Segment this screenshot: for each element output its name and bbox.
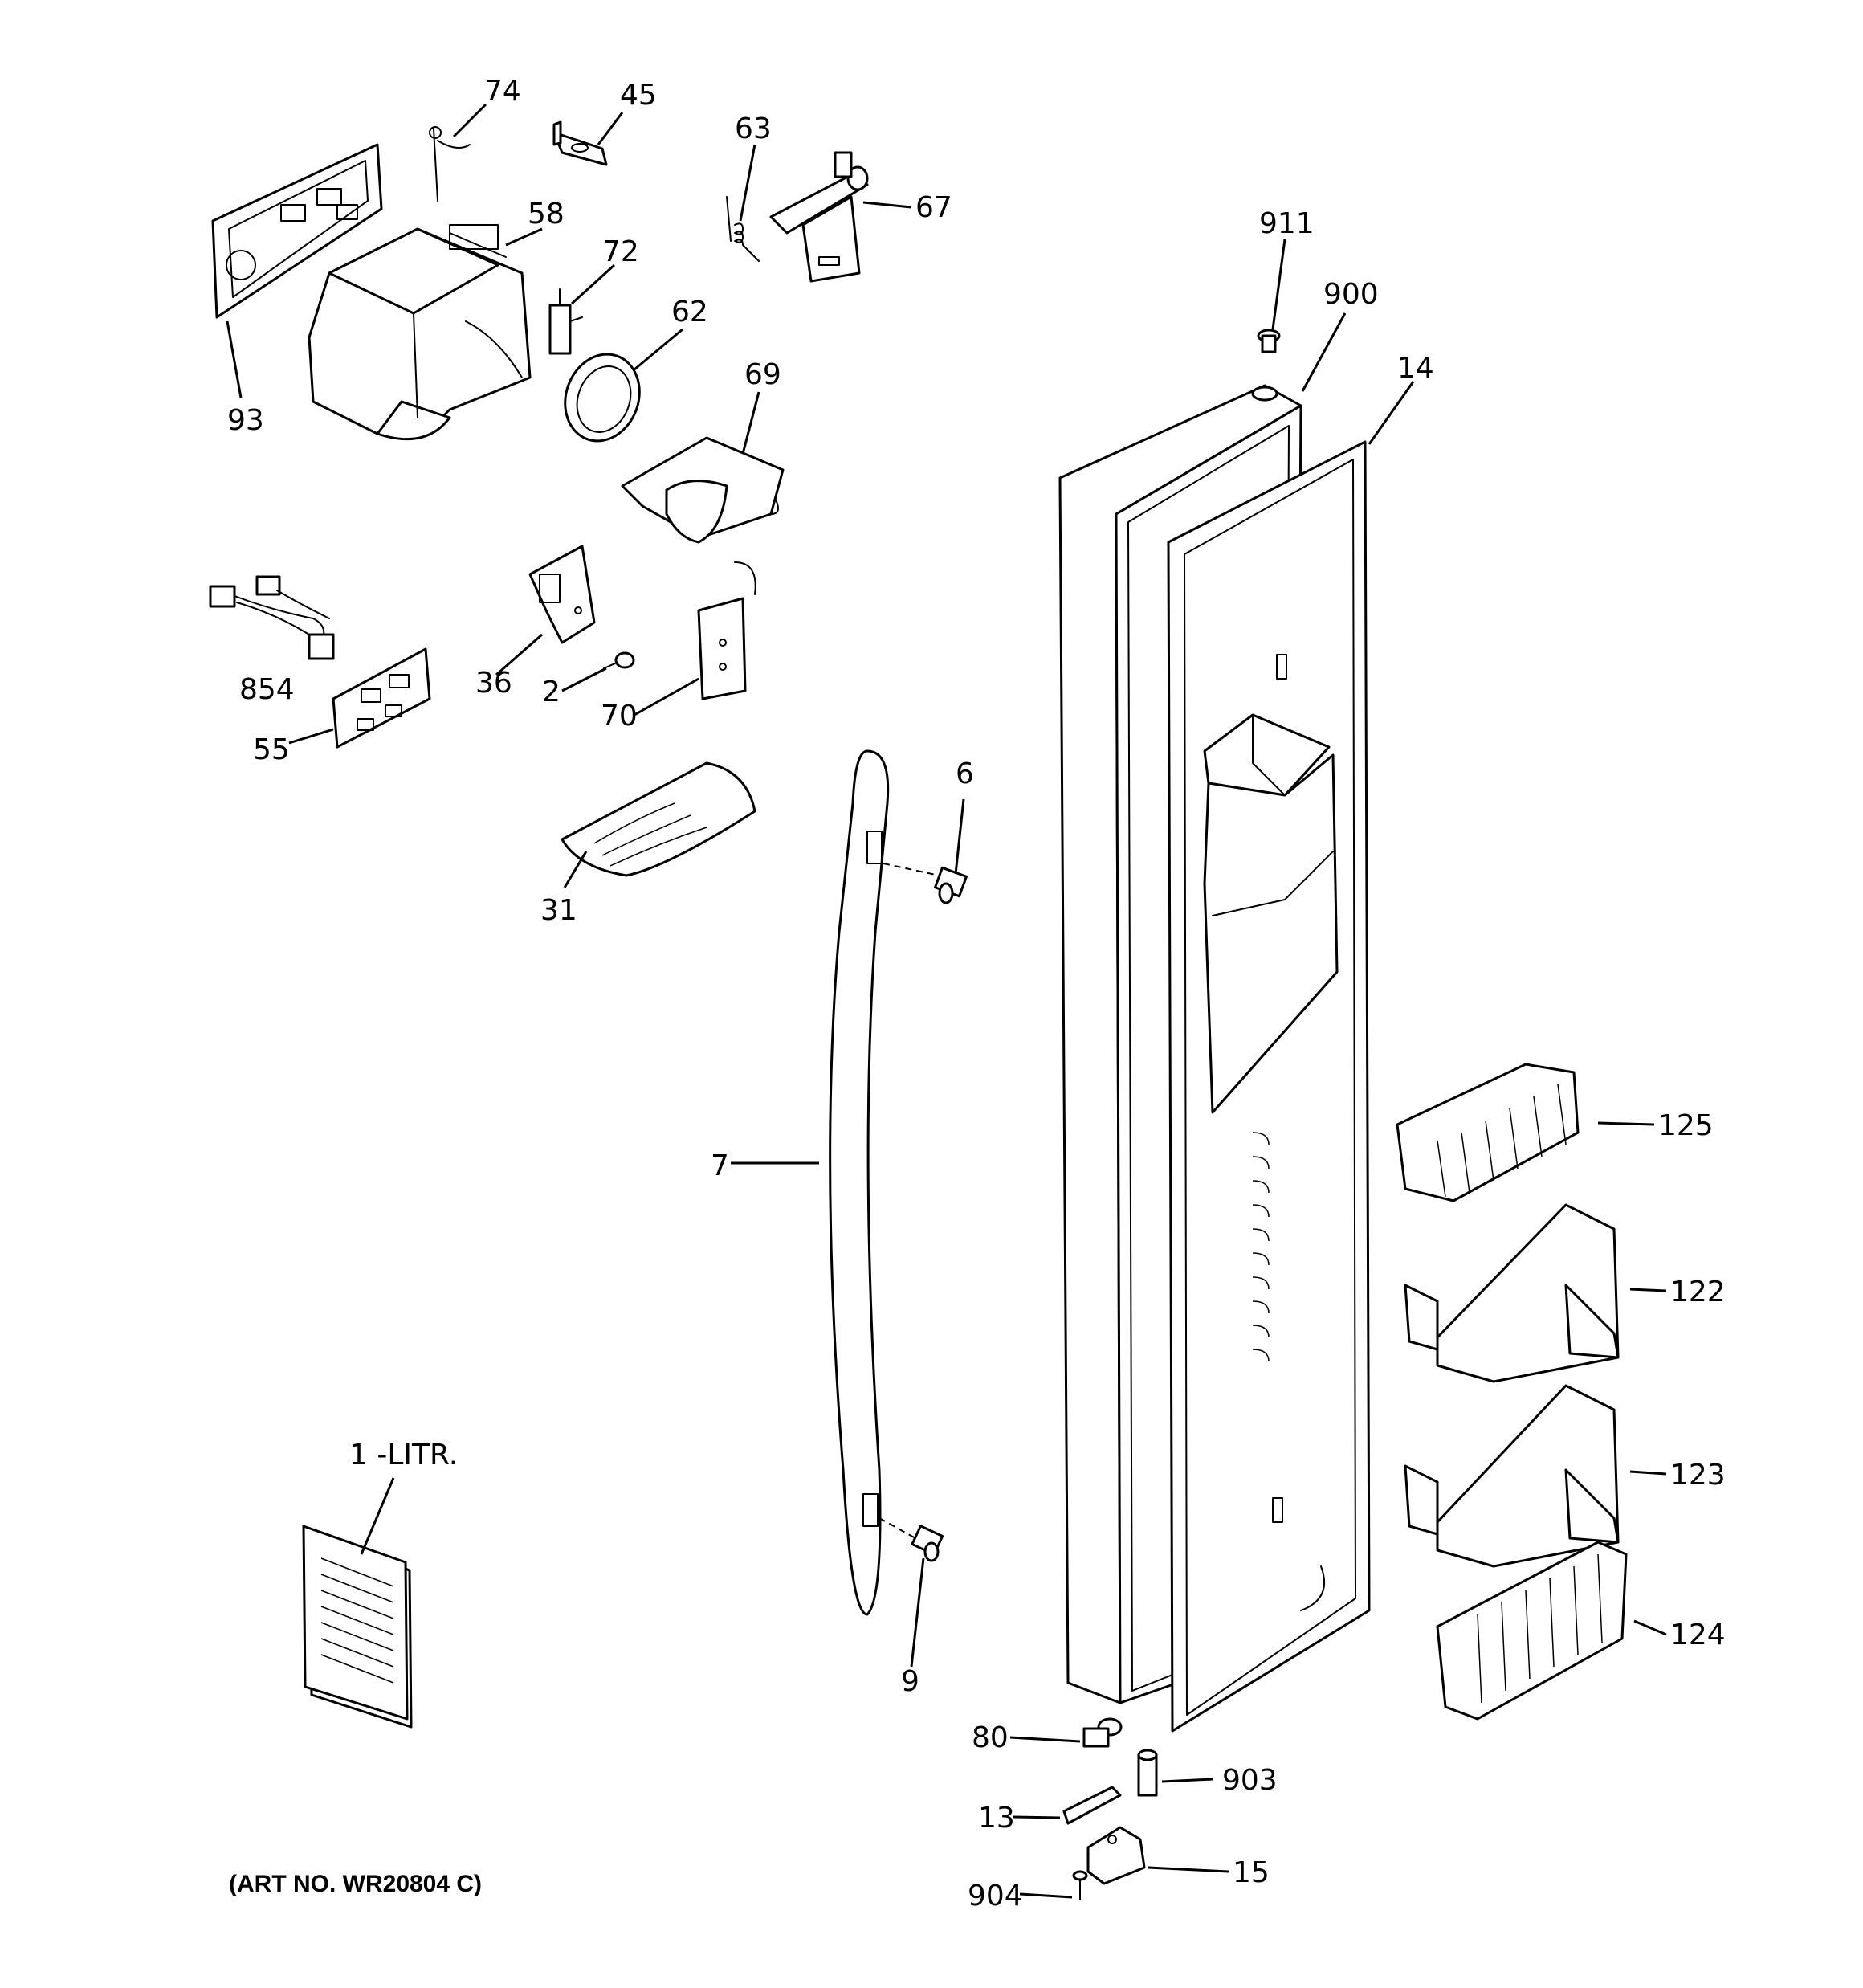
part-55-board [332, 647, 431, 749]
part-123-bin [1404, 1384, 1620, 1568]
part-70-cover [697, 561, 756, 700]
label-72: 72 [602, 235, 639, 268]
label-74: 74 [484, 75, 521, 108]
part-93-control-board [211, 143, 383, 319]
label-45: 45 [620, 79, 657, 112]
part-69-funnel [621, 436, 785, 544]
part-13-shim [1062, 1786, 1122, 1825]
label-70: 70 [601, 700, 638, 733]
part-72-switch [548, 288, 583, 355]
label-55: 55 [253, 733, 290, 766]
part-80-bushing [1082, 1717, 1123, 1748]
leader-lines [226, 103, 1667, 1899]
part-124-wire-bin [1436, 1541, 1628, 1721]
label-31: 31 [540, 894, 577, 927]
part-2-screw [603, 651, 635, 669]
label-58: 58 [528, 198, 565, 231]
label-854: 854 [239, 673, 295, 706]
part-9-fastener [879, 1517, 944, 1562]
part-36-bracket [528, 545, 596, 644]
label-67: 67 [915, 191, 952, 224]
part-903-pin [1137, 1749, 1158, 1797]
label-122: 122 [1670, 1276, 1726, 1308]
part-67-hinge-pin [769, 151, 869, 283]
part-904-screw [1072, 1870, 1088, 1900]
label-63: 63 [735, 112, 772, 145]
part-58-dispenser-housing [308, 224, 532, 441]
label-900: 900 [1323, 278, 1379, 311]
callout-labels: 74 45 63 67 58 72 62 69 93 911 900 14 85… [227, 75, 1726, 1912]
part-911-plug [1257, 329, 1281, 353]
label-36: 36 [475, 667, 512, 700]
part-63-spring [726, 196, 760, 262]
label-123: 123 [1670, 1459, 1726, 1492]
part-45-bracket [552, 120, 608, 166]
part-122-bin [1404, 1203, 1620, 1383]
label-2: 2 [542, 676, 561, 708]
label-80: 80 [972, 1721, 1009, 1754]
label-904: 904 [968, 1880, 1023, 1912]
label-911: 911 [1259, 207, 1315, 240]
part-125-wire-bin [1396, 1063, 1580, 1202]
label-1-literature: 1 -LITR. [349, 1439, 458, 1472]
part-1-literature [302, 1525, 413, 1729]
label-6: 6 [956, 757, 974, 790]
label-124: 124 [1670, 1619, 1726, 1651]
label-7: 7 [711, 1149, 729, 1182]
label-13: 13 [978, 1802, 1015, 1835]
label-14: 14 [1397, 352, 1434, 385]
label-15: 15 [1233, 1856, 1270, 1889]
part-14-door-liner [1167, 440, 1371, 1733]
label-62: 62 [671, 296, 708, 329]
part-854-wire-harness [209, 575, 335, 660]
part-15-hinge [1086, 1826, 1146, 1885]
part-74-spring [429, 126, 471, 202]
label-9: 9 [901, 1665, 919, 1698]
label-903: 903 [1222, 1764, 1278, 1797]
part-7-handle [829, 749, 890, 1616]
part-62-ring [564, 353, 641, 443]
part-6-fastener [883, 863, 968, 904]
label-69: 69 [744, 358, 781, 391]
label-93: 93 [227, 404, 264, 437]
label-125: 125 [1658, 1109, 1714, 1142]
part-31-drip-tray [561, 761, 756, 877]
art-number: (ART NO. WR20804 C) [229, 1871, 482, 1897]
